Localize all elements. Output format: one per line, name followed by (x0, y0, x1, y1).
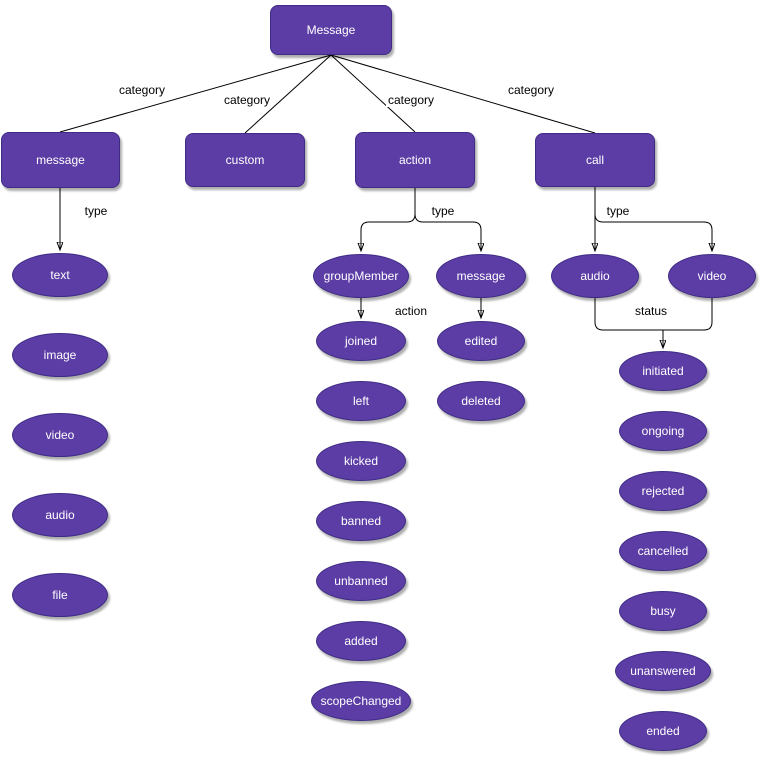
node-gm-banned: banned (316, 501, 406, 541)
node-gm-unbanned: unbanned (316, 561, 406, 601)
node-type-image: image (12, 333, 108, 377)
node-gm-kicked: kicked (316, 441, 406, 481)
node-status-unanswered: unanswered (615, 651, 711, 691)
edge-call-to-video (594, 187, 712, 250)
edge-action-to-groupmember (361, 188, 416, 250)
edge-label-type-message: type (82, 204, 110, 218)
edge-label-action: action (392, 304, 430, 318)
edge-audio-merge (594, 298, 663, 331)
node-type-file: file (12, 573, 108, 617)
edge-video-merge (663, 298, 713, 331)
node-category-custom: custom (185, 133, 305, 187)
edge-label-type-call: type (604, 204, 632, 218)
node-call-audio: audio (551, 254, 639, 298)
node-category-message: message (1, 132, 120, 188)
node-am-edited: edited (437, 321, 525, 361)
edge-label-category-call: category (505, 83, 557, 97)
edge-action-to-message (414, 188, 481, 250)
node-status-ongoing: ongoing (619, 411, 707, 451)
node-gm-joined: joined (316, 321, 406, 361)
node-type-text: text (12, 253, 108, 297)
node-category-call: call (535, 133, 655, 187)
node-status-ended: ended (619, 711, 707, 751)
node-action-message: message (436, 254, 526, 298)
edge-root-to-call (330, 54, 596, 134)
node-status-rejected: rejected (619, 471, 707, 511)
edge-root-to-message (59, 54, 332, 133)
node-am-deleted: deleted (437, 381, 525, 421)
edge-label-status: status (632, 304, 670, 318)
node-call-video: video (668, 254, 756, 298)
node-message-root: Message (270, 5, 392, 55)
node-gm-scopechanged: scopeChanged (311, 681, 411, 721)
edge-label-category-action: category (385, 93, 437, 107)
node-type-audio: audio (12, 493, 108, 537)
edge-root-to-custom (244, 54, 332, 134)
node-gm-added: added (316, 621, 406, 661)
node-category-action: action (355, 132, 475, 188)
node-action-groupmember: groupMember (313, 254, 409, 298)
node-status-cancelled: cancelled (619, 531, 707, 571)
node-type-video: video (12, 413, 108, 457)
edge-label-category-custom: category (221, 93, 273, 107)
node-gm-left: left (316, 381, 406, 421)
edge-label-category-message: category (116, 83, 168, 97)
edge-root-to-action (330, 54, 416, 133)
node-status-busy: busy (619, 591, 707, 631)
edge-label-type-action: type (429, 204, 457, 218)
node-status-initiated: initiated (619, 351, 707, 391)
